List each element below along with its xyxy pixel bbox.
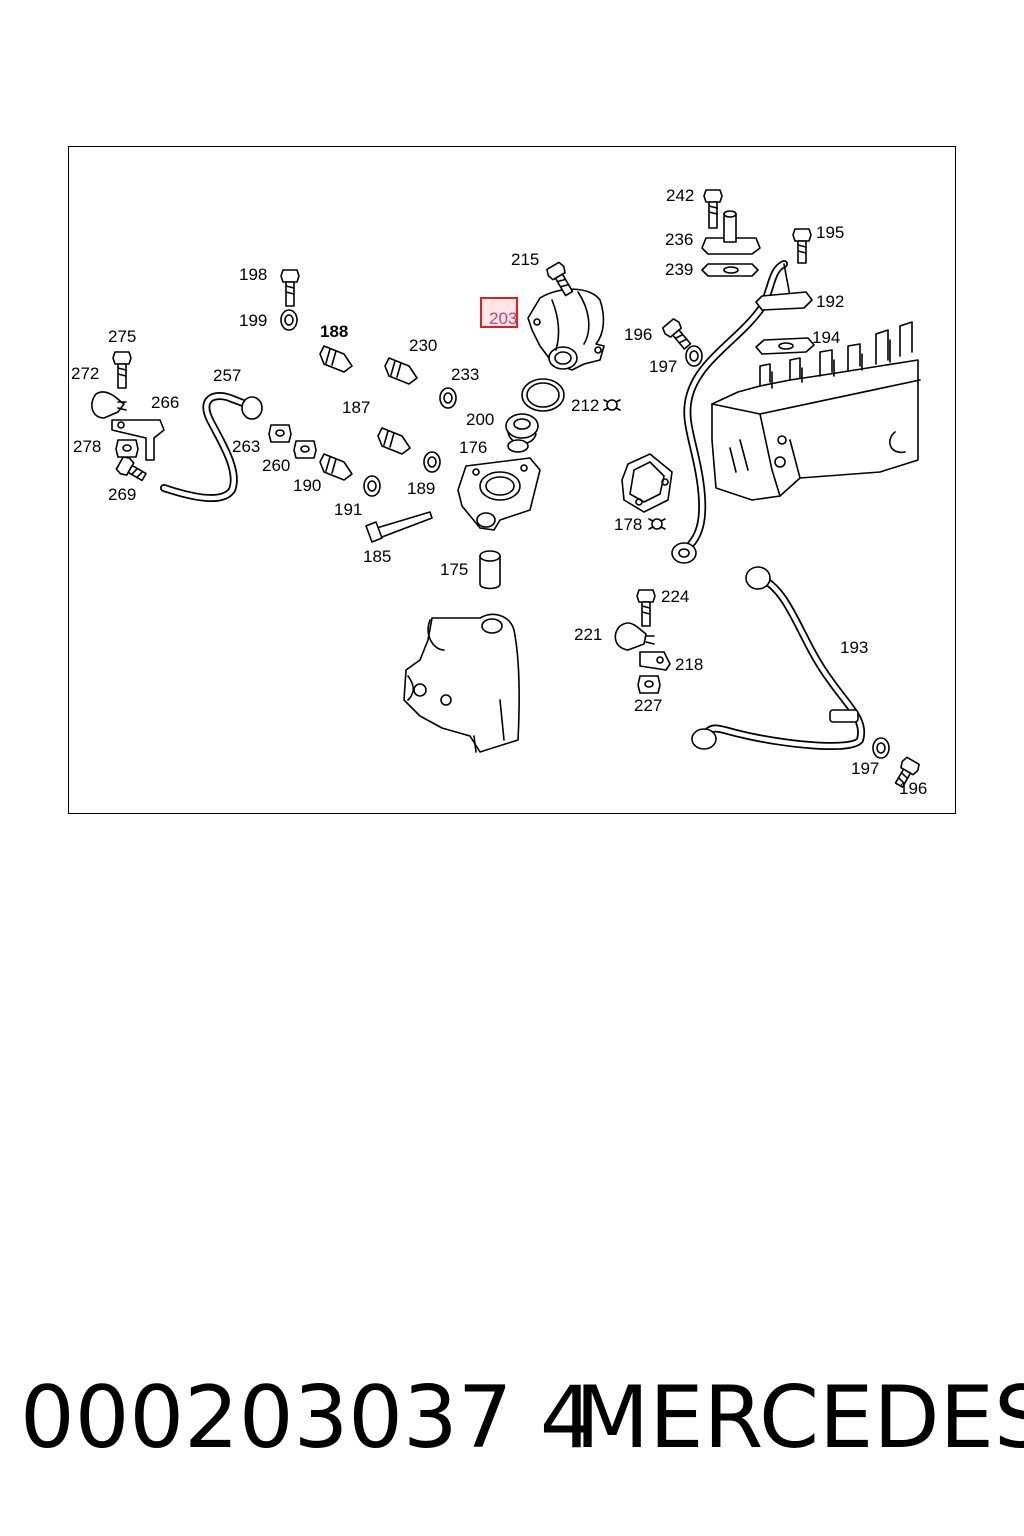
label-203: 203 <box>489 309 517 328</box>
label-266: 266 <box>151 393 179 412</box>
bolt-196-top-icon <box>661 318 692 350</box>
thermostat-cover-203 <box>527 288 605 371</box>
highlight-box-203 <box>480 297 518 328</box>
bolt-269-icon <box>115 456 147 482</box>
marker-symbols <box>603 399 666 530</box>
label-212: 212 <box>571 396 599 415</box>
label-278: 278 <box>73 437 101 456</box>
flange-192 <box>755 291 813 311</box>
label-260: 260 <box>262 456 290 475</box>
label-176: 176 <box>459 438 487 457</box>
label-175: 175 <box>440 560 468 579</box>
label-215: 215 <box>511 250 539 269</box>
label-195: 195 <box>816 223 844 242</box>
thermostat-200 <box>505 413 539 453</box>
fitting-190-icon <box>319 453 353 481</box>
label-242: 242 <box>666 186 694 205</box>
footer: 000203037 4 MERCEDES <box>0 1368 1024 1468</box>
sensor-230-icon-thread <box>390 360 402 378</box>
washer-199-icon-hole <box>284 314 294 326</box>
sleeve-175 <box>479 550 501 590</box>
label-196-top: 196 <box>624 325 652 344</box>
label-188: 188 <box>320 322 348 341</box>
nut-263-icon-center <box>275 429 285 437</box>
engine-block-icon <box>711 321 921 501</box>
washer-191-icon-hole <box>367 480 377 492</box>
nut-227-icon <box>637 675 661 694</box>
cap-260-icon <box>293 440 317 459</box>
label-275: 275 <box>108 327 136 346</box>
washer-197-bottom-icon-hole <box>876 742 886 754</box>
label-230: 230 <box>409 336 437 355</box>
bolt-198-icon <box>280 269 300 307</box>
long-bolt-185-head-icon <box>365 521 383 543</box>
fitting-187-icon <box>377 427 411 455</box>
bolt-242-icon <box>703 189 723 229</box>
fitting-188-icon-thread <box>325 348 337 366</box>
cap-260-icon-center <box>300 445 310 453</box>
bolt-195-icon <box>792 228 812 264</box>
label-257: 257 <box>213 366 241 385</box>
flange-236 <box>701 210 761 255</box>
label-239: 239 <box>665 260 693 279</box>
label-194: 194 <box>812 328 840 347</box>
nut-278-icon-center <box>122 444 132 452</box>
label-269: 269 <box>108 485 136 504</box>
bracket-218 <box>639 651 671 671</box>
injection-line-pipe-257 <box>160 392 263 503</box>
label-221: 221 <box>574 625 602 644</box>
fitting-188-icon <box>319 345 353 373</box>
part-number: 000203037 4 <box>20 1368 595 1468</box>
label-263: 263 <box>232 437 260 456</box>
bolt-224-icon <box>636 589 656 627</box>
nut-263-icon <box>268 424 292 443</box>
bolt-group <box>112 189 920 788</box>
label-200: 200 <box>466 410 494 429</box>
bolt-196-bottom-icon <box>894 756 920 788</box>
label-224: 224 <box>661 587 689 606</box>
sensor-230-icon <box>384 357 418 385</box>
label-233: 233 <box>451 365 479 384</box>
label-218: 218 <box>675 655 703 674</box>
bolt-215-icon <box>546 261 574 297</box>
label-185: 185 <box>363 547 391 566</box>
label-199: 199 <box>239 311 267 330</box>
label-193: 193 <box>840 638 868 657</box>
nut-278-icon <box>115 439 139 458</box>
bracket-266 <box>111 419 165 461</box>
flange-gasket-194 <box>755 337 815 355</box>
bolt-275-icon <box>112 351 132 389</box>
label-190: 190 <box>293 476 321 495</box>
label-189: 189 <box>407 479 435 498</box>
fitting-187-icon-thread <box>383 430 395 448</box>
clamp-272 <box>91 391 127 419</box>
fitting-190-icon-thread <box>325 456 337 474</box>
label-191: 191 <box>334 500 362 519</box>
label-197-bottom: 197 <box>851 759 879 778</box>
nut-227-icon-center <box>644 680 654 688</box>
washer-189-icon-hole <box>427 456 437 468</box>
injection-line-pipe-193 <box>691 566 866 750</box>
label-178: 178 <box>614 515 642 534</box>
washer-233-icon-hole <box>443 392 453 404</box>
label-227: 227 <box>634 696 662 715</box>
label-187: 187 <box>342 398 370 417</box>
flange-gasket-239 <box>701 263 759 277</box>
water-pump-housing-icon <box>403 613 520 753</box>
clamp-221 <box>614 622 655 651</box>
brand-name: MERCEDES <box>575 1368 1024 1468</box>
washer-197-top-icon-hole <box>689 350 699 362</box>
label-198: 198 <box>239 265 267 284</box>
label-196-bottom: 196 <box>899 779 927 798</box>
label-192: 192 <box>816 292 844 311</box>
label-272: 272 <box>71 364 99 383</box>
label-236: 236 <box>665 230 693 249</box>
callout-labels: 242 236 239 195 192 215 203 196 194 197 … <box>71 186 927 798</box>
label-197-top: 197 <box>649 357 677 376</box>
gasket-178 <box>621 453 673 513</box>
thermostat-housing-176 <box>457 457 541 531</box>
